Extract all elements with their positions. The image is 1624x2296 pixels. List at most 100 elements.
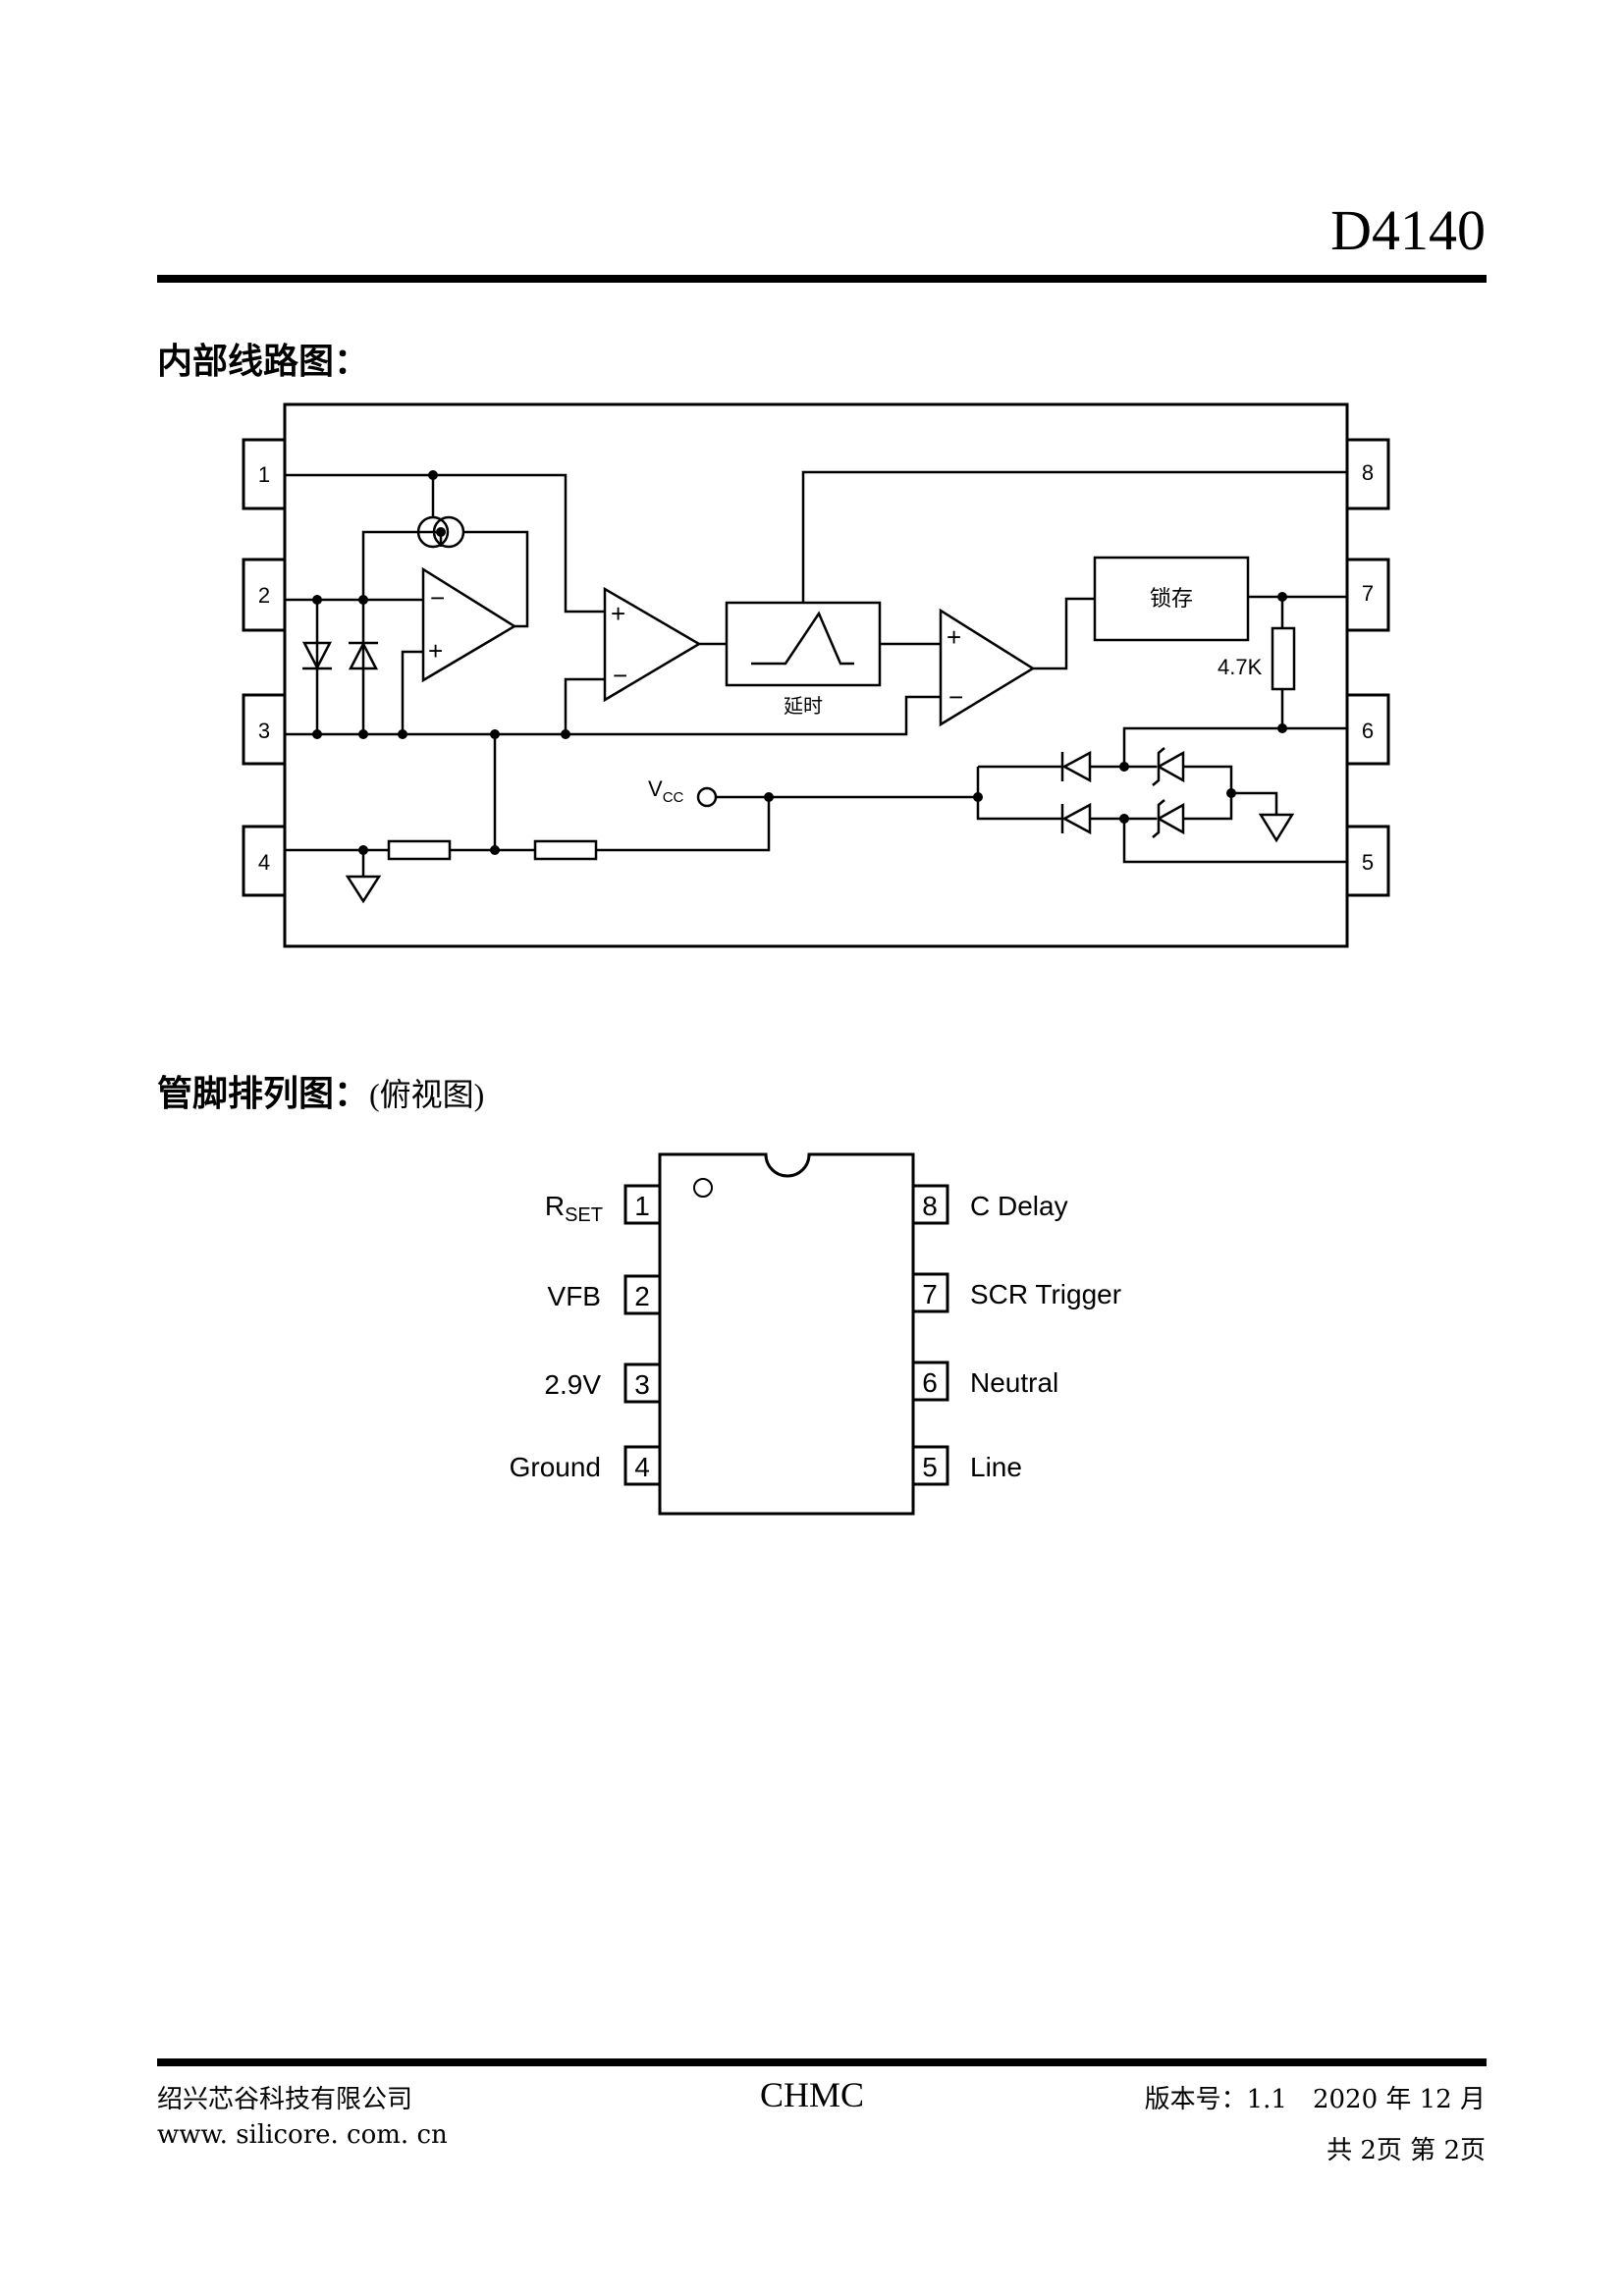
junction-dot [1277, 723, 1287, 733]
junction-dot [1226, 788, 1236, 798]
comparator-1-plus: + [611, 599, 625, 628]
junction-dot [490, 729, 500, 739]
footer-page-count: 共 2页 第 2页 [1326, 2136, 1486, 2165]
junction-dot [312, 729, 322, 739]
wire-bridge-left [976, 767, 1062, 821]
header-rule [157, 275, 1487, 283]
opamp-1 [421, 566, 517, 683]
junction-dot [398, 729, 407, 739]
pin-number-4: 4 [258, 850, 270, 875]
package-pin-number-7: 7 [922, 1279, 938, 1309]
package-pin-number-8: 8 [922, 1191, 938, 1221]
ic-body [283, 402, 1349, 948]
pin-box-8 [1345, 438, 1390, 510]
junction-dot [1277, 592, 1287, 602]
delay-symbol [751, 611, 854, 666]
vcc-label-sub: CC [663, 789, 684, 806]
pin1-indicator [693, 1178, 713, 1198]
junction-dot [358, 729, 368, 739]
delay-label: 延时 [784, 694, 823, 718]
comparator-1 [603, 586, 702, 703]
wire-current-source-out [463, 530, 529, 628]
section-heading-pinout: 管脚排列图：(俯视图) [157, 1073, 484, 1116]
package-pin-box-8 [911, 1184, 949, 1225]
package-pin-name-3: 2.9V [544, 1369, 601, 1400]
rset-sub: SET [565, 1204, 603, 1226]
pin-number-2: 2 [258, 583, 270, 608]
vcc-label: VCC [648, 776, 684, 806]
opamp-1-minus: − [430, 583, 445, 613]
latch-block [1093, 556, 1250, 642]
wire-comp2-to-latch [1033, 597, 1095, 670]
junction-dot [312, 595, 322, 605]
pin-box-2 [242, 558, 287, 632]
package-pin-box-3 [623, 1362, 662, 1404]
comparator-1-minus: − [613, 661, 627, 690]
package-pin-name-4: Ground [510, 1452, 601, 1482]
comparator-2-minus: − [948, 682, 963, 712]
package-pin-box-7 [911, 1272, 949, 1313]
junction-dot [1119, 814, 1129, 824]
wire-opamp1-plus [401, 650, 423, 734]
document-title: D4140 [1330, 198, 1486, 262]
junction-dot [490, 845, 500, 855]
package-pin-name-8: C Delay [970, 1191, 1068, 1221]
junction-dot [428, 470, 438, 480]
zener-bottom-bar [1152, 799, 1165, 838]
package-pin-number-4: 4 [634, 1452, 650, 1482]
junction-dot [1119, 762, 1129, 772]
package-pin-box-4 [623, 1445, 662, 1486]
wire-pin6 [1122, 726, 1347, 767]
package-pin-box-6 [911, 1361, 949, 1402]
package-pin-box-5 [911, 1445, 949, 1486]
junction-dot [561, 729, 570, 739]
wire-pin1 [285, 473, 605, 614]
package-pin-name-6: Neutral [970, 1367, 1058, 1398]
footer-rule [157, 2058, 1487, 2066]
footer-company: 绍兴芯谷科技有限公司 [157, 2085, 413, 2114]
diode-2 [348, 641, 379, 670]
junction-dot [358, 845, 368, 855]
junction-dot [358, 595, 368, 605]
comparator-2 [939, 608, 1036, 727]
junction-dot [436, 527, 446, 537]
pin-number-1: 1 [258, 462, 270, 487]
package-pin-name-1: RSET [545, 1191, 603, 1226]
ground-symbol-right [1258, 813, 1295, 843]
package-pin-name-2: VFB [548, 1281, 601, 1311]
opamp-1-plus: + [428, 636, 443, 666]
zener-top-bar [1152, 747, 1165, 786]
package-pin-number-1: 1 [634, 1191, 650, 1221]
wire-pin5 [1122, 819, 1347, 864]
package-pin-name-7: SCR Trigger [970, 1279, 1121, 1309]
package-body [658, 1152, 915, 1516]
diode-1 [301, 641, 333, 670]
pin-number-5: 5 [1362, 850, 1374, 875]
resistor-value-label: 4.7K [1218, 655, 1263, 679]
wire-feedback [361, 530, 443, 601]
footer-website: www. silicore. com. cn [157, 2120, 448, 2150]
wire-pin3-bus [285, 695, 941, 736]
package-pin-number-5: 5 [922, 1452, 938, 1482]
section-heading-internal-circuit: 内部线路图： [157, 342, 370, 382]
rset-main: R [545, 1191, 565, 1221]
pin-box-7 [1345, 558, 1390, 632]
pin-number-7: 7 [1362, 581, 1374, 606]
package-pin-number-2: 2 [634, 1281, 650, 1311]
latch-label: 锁存 [1150, 587, 1193, 612]
junction-dot [764, 792, 774, 802]
resistor-2 [533, 839, 598, 861]
wire-comp1-minus [564, 677, 605, 734]
pin-box-3 [242, 693, 287, 766]
junction-dot [973, 792, 983, 802]
package-pin-box-1 [623, 1184, 662, 1225]
footer-brand: CHMC [759, 2075, 865, 2114]
pinout-heading-text: 管脚排列图： [157, 1074, 370, 1114]
ground-symbol-left [345, 875, 382, 904]
pin-number-8: 8 [1362, 460, 1374, 485]
wire-vcc-down [596, 797, 771, 852]
pin-box-4 [242, 825, 287, 897]
vcc-label-main: V [648, 776, 663, 801]
